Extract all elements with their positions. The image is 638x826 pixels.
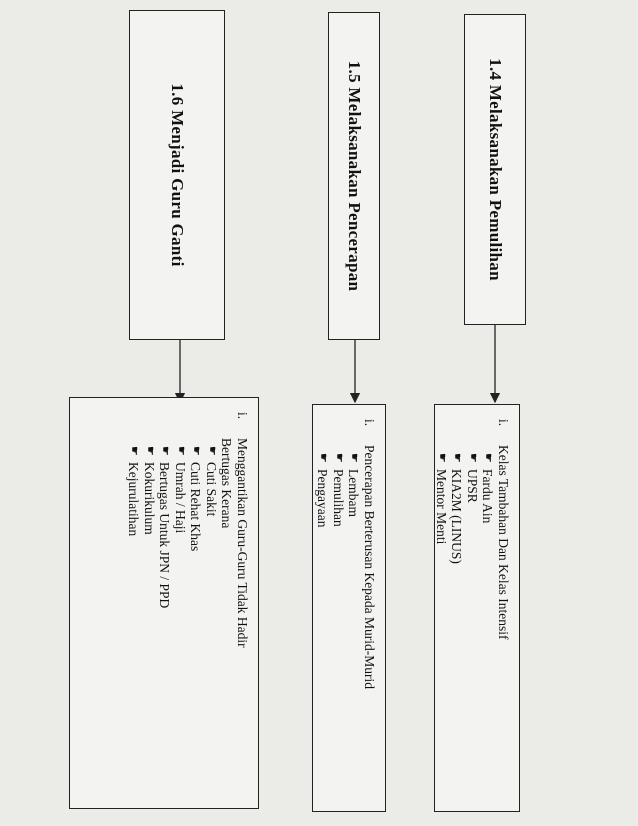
list-item: ☛Bertugas Untuk JPN / PPD xyxy=(157,446,173,609)
heading-box-1-4: 1.4 Melaksanakan Pemulihan xyxy=(464,14,526,325)
list-item: ☛Cuti Sakit xyxy=(204,446,219,517)
pointing-hand-icon: ☛ xyxy=(333,453,345,463)
list-box-1-6: i. Menggantikan Guru-Guru Tidak Hadir Be… xyxy=(69,397,259,809)
heading-1-5: 1.5 Melaksanakan Pencerapan xyxy=(345,60,364,292)
pointing-hand-icon: ☛ xyxy=(206,446,218,456)
pointing-hand-icon: ☛ xyxy=(159,446,172,456)
list-item: ☛Cuti Rehat Khas xyxy=(188,446,204,552)
list-line: Kelas Tambahan Dan Kelas Intensif xyxy=(496,445,511,640)
pointing-hand-icon: ☛ xyxy=(128,446,141,456)
pointing-hand-icon: ☛ xyxy=(348,453,361,463)
list-item: ☛Pengayaan xyxy=(315,453,331,528)
pointing-hand-icon: ☛ xyxy=(451,453,464,463)
list-item: ☛Fardu Ain xyxy=(480,453,496,524)
list-item: ☛KIA2M (LINUS) xyxy=(449,453,465,564)
heading-1-4: 1.4 Melaksanakan Pemulihan xyxy=(486,58,505,281)
heading-box-1-5: 1.5 Melaksanakan Pencerapan xyxy=(328,12,380,340)
heading-box-1-6: 1.6 Menjadi Guru Ganti xyxy=(129,10,225,340)
list-line: Bertugas Kerana xyxy=(219,438,235,529)
list-item: ☛Pemulihan xyxy=(331,453,346,527)
pointing-hand-icon: ☛ xyxy=(317,453,330,463)
pointing-hand-icon: ☛ xyxy=(436,453,448,463)
pointing-hand-icon: ☛ xyxy=(144,446,156,456)
pointing-hand-icon: ☛ xyxy=(467,453,479,463)
list-number: i. xyxy=(235,412,250,420)
list-item: ☛Umrah / Haji xyxy=(173,446,188,534)
list-box-1-5: i. Pencerapan Berterusan Kepada Murid-Mu… xyxy=(312,404,386,812)
list-item: ☛Lembam xyxy=(346,453,362,517)
list-item: ☛UPSR xyxy=(465,453,480,503)
list-number: i. xyxy=(496,419,511,427)
list-box-1-4: i. Kelas Tambahan Dan Kelas Intensif ☛Fa… xyxy=(434,404,520,812)
list-item: ☛Mentor Menti xyxy=(434,453,449,545)
heading-1-6: 1.6 Menjadi Guru Ganti xyxy=(168,83,187,267)
pointing-hand-icon: ☛ xyxy=(175,446,187,456)
list-item: ☛Kejurulatihan xyxy=(126,446,142,537)
pointing-hand-icon: ☛ xyxy=(190,446,203,456)
list-line: Pencerapan Berterusan Kepada Murid-Murid xyxy=(362,445,377,690)
list-number: i. xyxy=(362,419,377,427)
list-line: Menggantikan Guru-Guru Tidak Hadir xyxy=(235,438,250,648)
pointing-hand-icon: ☛ xyxy=(482,453,495,463)
list-item: ☛Kokurikulum xyxy=(142,446,157,535)
